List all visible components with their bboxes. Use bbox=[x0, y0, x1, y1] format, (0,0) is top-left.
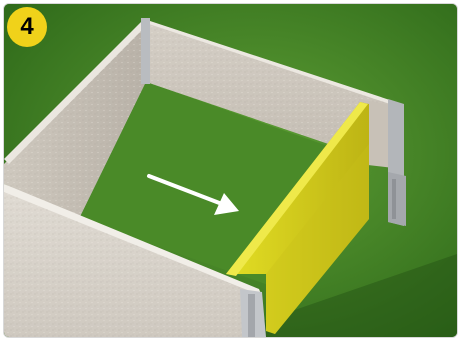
raised-bed-illustration bbox=[4, 4, 457, 337]
illustration-frame: 4 bbox=[3, 3, 458, 338]
corner-post-back-left bbox=[141, 18, 150, 84]
step-badge: 4 bbox=[7, 7, 47, 47]
step-number: 4 bbox=[20, 15, 33, 39]
